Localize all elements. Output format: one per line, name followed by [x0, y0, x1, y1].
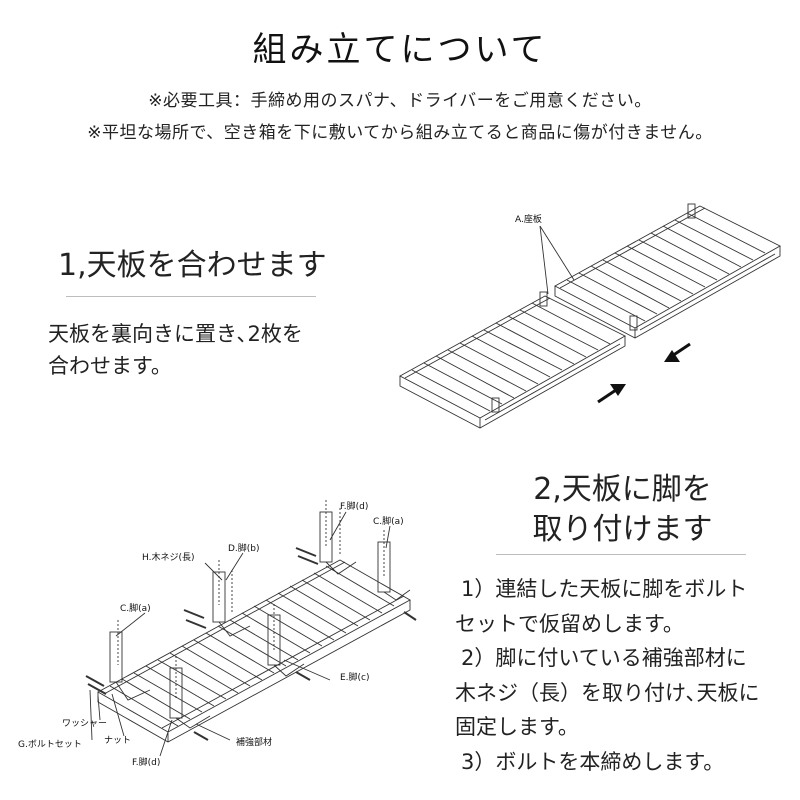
tabletop-left-slats — [411, 302, 611, 412]
step1-heading: 1,天板を合わせます — [58, 248, 327, 283]
washer-label: ワッシャー — [62, 719, 107, 729]
leg-d-top-label: F.脚(d) — [340, 501, 368, 512]
step2-heading: 2,天板に脚を 取り付けます — [500, 470, 745, 550]
leg-a-right-label: C.脚(a) — [373, 516, 404, 527]
wood-screw-label: H.木ネジ(長) — [142, 551, 195, 563]
tabletop-right-slats — [566, 212, 766, 322]
step2-instruction-2-end: 固定します。 — [455, 715, 579, 739]
leg-a-left — [109, 631, 123, 683]
leg-c-label: E.脚(c) — [340, 672, 370, 683]
seat-board-label: A.座板 — [515, 213, 542, 225]
bolt-set-label: G.ボルトセット — [18, 739, 82, 750]
bolt-set-bolts — [85, 547, 417, 741]
join-arrow-right — [664, 342, 691, 362]
step1-body: 天板を裏向きに置き､2枚を 合わせます。 — [48, 318, 348, 382]
flat-surface-note: ※平坦な場所で、空き箱を下に敷いてから組み立てると商品に傷が付きません。 — [87, 123, 713, 143]
step2-body: 1）連結した天板に脚をボルト セットで仮留めします。 2）脚に付いている補強部材… — [455, 572, 790, 779]
step1-divider — [66, 296, 316, 297]
step2-instruction-1: 1）連結した天板に脚をボルト — [461, 577, 748, 601]
required-tools-note: ※必要工具：手締め用のスパナ、ドライバーをご用意ください。 — [148, 91, 652, 111]
nut-label: ナット — [104, 735, 131, 746]
tabletop-assembled-slats — [109, 565, 395, 727]
leg-a-left-label: C.脚(a) — [120, 603, 151, 614]
step1-body-line: 合わせます。 — [48, 354, 172, 378]
page-title: 組み立てについて — [252, 30, 548, 70]
leg-d-bottom-label: F.脚(d) — [132, 757, 160, 768]
join-arrow-left — [597, 384, 626, 404]
step2-instruction-2: 2）脚に付いている補強部材に — [461, 646, 747, 670]
step2-instruction-2-cont: 木ネジ（長）を取り付け､天板に — [455, 680, 760, 705]
leg-b-label: D.脚(b) — [228, 543, 260, 554]
step2-heading-line: 取り付けます — [532, 512, 713, 547]
step1-body-line: 天板を裏向きに置き､2枚を — [48, 322, 303, 346]
reinforcement-label: 補強部材 — [236, 736, 272, 748]
step2-instruction-3: 3）ボルトを本締めします。 — [461, 749, 725, 774]
step2-heading-line: 2,天板に脚を — [533, 472, 712, 507]
step2-divider — [496, 554, 746, 555]
step2-instruction-1-cont: セットで仮留めします。 — [455, 611, 684, 636]
